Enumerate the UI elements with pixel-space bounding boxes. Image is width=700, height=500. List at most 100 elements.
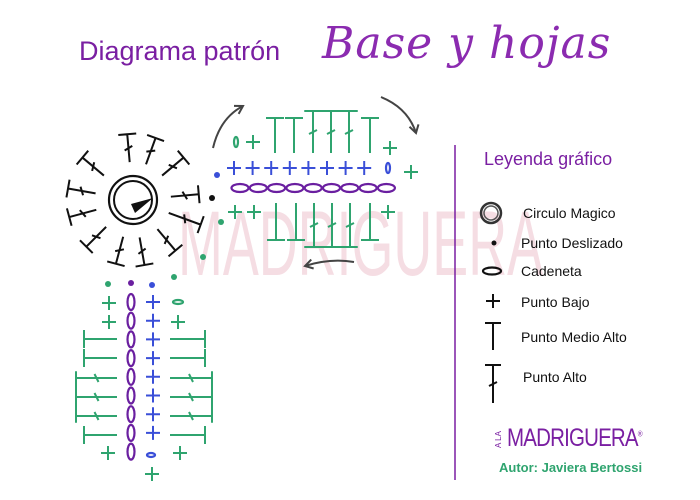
- chain-oval-icon: [126, 292, 136, 312]
- half-double-stitch: [266, 117, 284, 153]
- half-double-stitch: [83, 330, 117, 348]
- half-double-stitch: [287, 203, 305, 241]
- single-crochet-plus-icon: [101, 446, 115, 460]
- single-crochet-plus-icon: [320, 161, 334, 175]
- single-crochet-plus-icon: [146, 351, 160, 366]
- single-crochet-plus-icon: [282, 161, 297, 175]
- chain-oval-icon: [126, 330, 136, 349]
- chain-oval-icon: [126, 349, 136, 368]
- single-crochet-plus-icon: [173, 446, 187, 460]
- single-crochet-plus-icon: [227, 161, 241, 175]
- double-crochet-stitch: [106, 236, 125, 268]
- single-crochet-plus-icon: [146, 369, 160, 384]
- brand-logo: MADRIGUERA®: [507, 424, 643, 453]
- chain-oval-icon: [126, 405, 136, 424]
- brand-prefix: A LA: [494, 431, 503, 448]
- chain-oval-icon: [267, 182, 287, 194]
- slip-stitch-dot-icon: [105, 281, 111, 287]
- single-crochet-plus-icon: [102, 296, 116, 310]
- single-crochet-plus-icon: [404, 165, 418, 179]
- single-crochet-plus-icon: [264, 161, 279, 175]
- single-crochet-plus-icon: [486, 294, 500, 308]
- chain-oval-icon: [303, 182, 323, 194]
- double-crochet-stitch: [76, 411, 117, 421]
- single-crochet-plus-icon: [357, 161, 372, 175]
- single-crochet-plus-icon: [102, 315, 116, 329]
- half-double-stitch: [170, 426, 206, 444]
- magic-ring-inner: [483, 205, 499, 221]
- slip-stitch-dot-icon: [218, 219, 224, 225]
- chain-oval-icon: [126, 423, 136, 442]
- slip-stitch-dot-icon: [491, 240, 497, 246]
- half-double-stitch: [83, 426, 117, 444]
- half-double-stitch: [485, 322, 501, 350]
- page-title: Diagrama patrón: [79, 36, 281, 66]
- legend-label-chain: Cadeneta: [521, 263, 582, 279]
- double-crochet-stitch: [170, 392, 212, 402]
- double-crochet-stitch: [308, 111, 318, 153]
- half-double-stitch: [170, 349, 206, 367]
- brand-mark: ®: [637, 429, 643, 439]
- legend-title: Leyenda gráfico: [484, 149, 613, 169]
- double-crochet-stitch: [161, 150, 191, 177]
- chain-oval-icon: [126, 386, 136, 405]
- single-crochet-plus-icon: [246, 135, 260, 149]
- double-crochet-stitch: [170, 373, 212, 383]
- double-crochet-stitch: [170, 411, 212, 421]
- single-crochet-plus-icon: [146, 313, 160, 328]
- direction-arrow-icon: [304, 259, 355, 267]
- half-double-stitch: [361, 117, 379, 153]
- chain-oval-icon: [230, 182, 250, 194]
- double-crochet-stitch: [344, 111, 354, 153]
- half-double-stitch: [285, 117, 303, 153]
- half-double-stitch: [170, 330, 206, 348]
- arrow-head-icon: [303, 258, 314, 270]
- chain-oval-icon: [126, 442, 136, 461]
- half-double-stitch: [83, 349, 117, 367]
- magic-ring-icon: [107, 174, 159, 226]
- chain-oval-icon: [340, 182, 360, 194]
- slip-stitch-dot-icon: [200, 254, 206, 260]
- chain-oval-icon: [126, 311, 136, 330]
- pattern-name: Base y hojas: [322, 18, 612, 69]
- direction-arrow-icon: [380, 96, 417, 134]
- double-crochet-stitch: [79, 226, 107, 254]
- half-double-stitch: [361, 203, 379, 241]
- slip-stitch-dot-icon: [171, 274, 177, 280]
- double-crochet-stitch: [309, 203, 319, 247]
- slip-stitch-dot-icon: [209, 195, 215, 201]
- start-marker-icon: [131, 198, 153, 213]
- single-crochet-plus-icon: [247, 205, 261, 219]
- single-crochet-plus-icon: [145, 467, 159, 481]
- single-crochet-plus-icon: [245, 161, 260, 175]
- single-crochet-plus-icon: [146, 407, 160, 422]
- single-crochet-plus-icon: [171, 315, 185, 329]
- double-crochet-stitch: [326, 111, 336, 153]
- chain-oval-icon: [384, 161, 392, 175]
- double-crochet-stitch: [135, 237, 154, 268]
- chain-oval-icon: [321, 182, 342, 194]
- slip-stitch-dot-icon: [214, 172, 220, 178]
- slip-stitch-dot-icon: [149, 282, 155, 288]
- single-crochet-plus-icon: [381, 205, 395, 219]
- legend-label-magic-ring: Circulo Magico: [523, 205, 616, 221]
- legend-label-half-double: Punto Medio Alto: [521, 329, 627, 345]
- single-crochet-plus-icon: [146, 388, 160, 403]
- chain-oval-icon: [171, 298, 185, 306]
- chain-oval-icon: [285, 182, 305, 194]
- chain-oval-icon: [376, 182, 396, 194]
- legend-label-single-crochet: Punto Bajo: [521, 294, 590, 310]
- double-crochet-stitch: [170, 185, 201, 204]
- half-double-stitch: [267, 203, 285, 241]
- double-crochet-stitch: [76, 373, 117, 383]
- chain-oval-icon: [126, 367, 136, 386]
- double-crochet-stitch: [168, 212, 205, 234]
- single-crochet-plus-icon: [301, 161, 316, 175]
- double-crochet-stitch: [118, 132, 137, 163]
- author-credit: Autor: Javiera Bertossi: [499, 460, 643, 475]
- double-crochet-stitch: [485, 364, 501, 403]
- double-crochet-stitch: [327, 203, 337, 247]
- direction-arrow-icon: [212, 105, 244, 149]
- single-crochet-plus-icon: [228, 205, 242, 219]
